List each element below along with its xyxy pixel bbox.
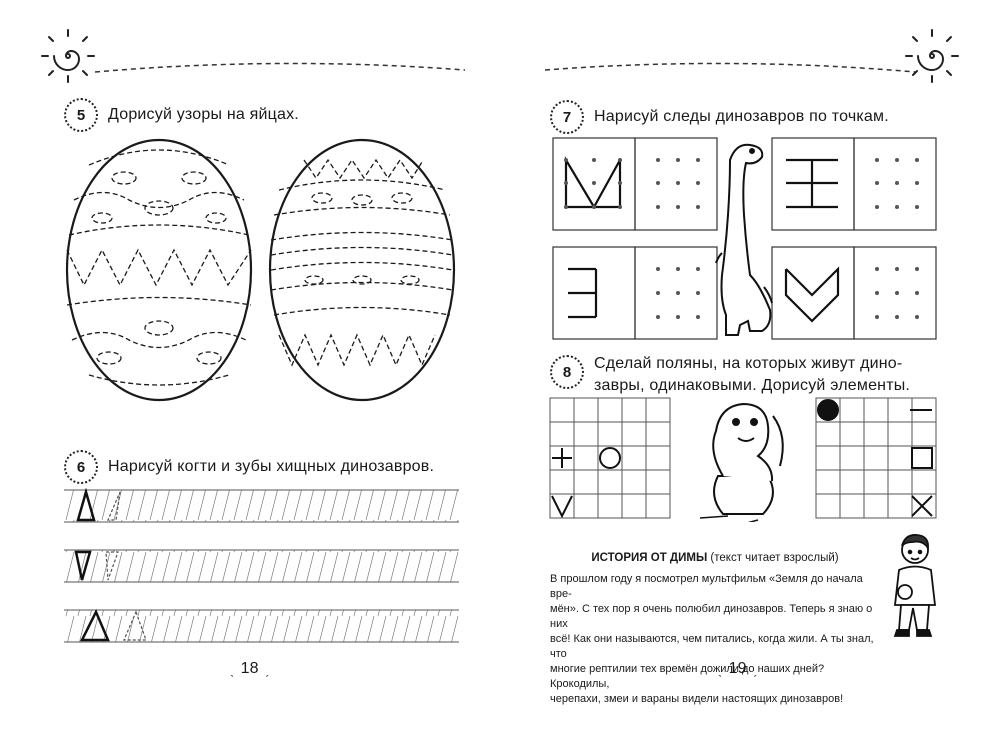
writing-row-2 xyxy=(64,549,459,583)
baby-dinosaur-egg-icon xyxy=(699,402,784,522)
story-line: многие рептилии тех времён дожили до наш… xyxy=(550,663,825,690)
footprint-sample-1 xyxy=(564,156,622,210)
task-7-title: 7 Нарисуй следы динозавров по точкам. xyxy=(550,100,889,134)
story-title: ИСТОРИЯ ОТ ДИМЫ xyxy=(591,552,708,564)
task-number-badge: 5 xyxy=(64,98,98,132)
footprint-sample-4 xyxy=(784,266,840,323)
sun-spiral-icon xyxy=(41,29,95,83)
page-number: ˎ 18 ˏ xyxy=(230,660,270,677)
task-5-title: 5 Дорисуй узоры на яйцах. xyxy=(64,98,299,132)
story-subtitle: (текст читает взрослый) xyxy=(710,552,839,564)
footprint-sample-3 xyxy=(568,267,598,319)
task-number-badge: 7 xyxy=(550,100,584,134)
story-heading: ИСТОРИЯ ОТ ДИМЫ (текст читает взрослый) xyxy=(550,552,880,564)
task-instruction: Нарисуй когти и зубы хищных динозавров. xyxy=(108,458,435,475)
eggs-pattern-area xyxy=(65,138,456,402)
writing-row-1 xyxy=(64,488,459,523)
task-number-badge: 6 xyxy=(64,450,98,484)
sun-spiral-icon xyxy=(905,29,959,83)
task-number-badge: 8 xyxy=(550,355,584,389)
egg-right xyxy=(268,138,456,402)
task-6-title: 6 Нарисуй когти и зубы хищных динозавров… xyxy=(64,450,434,484)
task-instruction: Дорисуй узоры на яйцах. xyxy=(108,106,299,123)
dashed-border-line xyxy=(95,62,465,73)
claws-teeth-writing-lines xyxy=(64,488,459,643)
meadow-grids xyxy=(549,397,937,522)
task-instruction: Сделай поляны, на которых живут дино- за… xyxy=(594,353,910,397)
dashed-border-line xyxy=(545,62,915,73)
meadow-grid-left xyxy=(549,397,671,519)
page-number-value: 19 xyxy=(728,660,747,677)
task-instruction-line-1: Сделай поляны, на которых живут дино- xyxy=(594,355,903,372)
footprint-sample-2 xyxy=(786,158,838,209)
page-number: ˎ 19 ˏ xyxy=(718,660,758,677)
writing-row-3 xyxy=(64,609,459,643)
story-line: черепахи, змеи и вараны видели настоящих… xyxy=(550,693,844,705)
story-line: всё! Как они называются, чем питались, к… xyxy=(550,633,874,660)
story-line: В прошлом году я посмотрел мультфильм «З… xyxy=(550,573,863,600)
egg-left xyxy=(65,138,253,402)
boy-dima-icon xyxy=(893,534,937,637)
story-text: В прошлом году я посмотрел мультфильм «З… xyxy=(550,572,880,707)
footprints-dot-grid xyxy=(552,137,937,340)
task-8-title: 8 Сделай поляны, на которых живут дино- … xyxy=(550,353,910,397)
right-page xyxy=(500,0,1000,733)
dinosaur-brachiosaurus-icon xyxy=(715,143,773,336)
task-instruction: Нарисуй следы динозавров по точкам. xyxy=(594,108,889,125)
story-line: мён». С тех пор я очень полюбил динозавр… xyxy=(550,603,873,630)
task-instruction-line-2: завры, одинаковыми. Дорисуй элементы. xyxy=(594,377,911,394)
page-number-value: 18 xyxy=(240,660,259,677)
left-page: 5 Дорисуй узоры на яйцах. xyxy=(41,29,465,677)
